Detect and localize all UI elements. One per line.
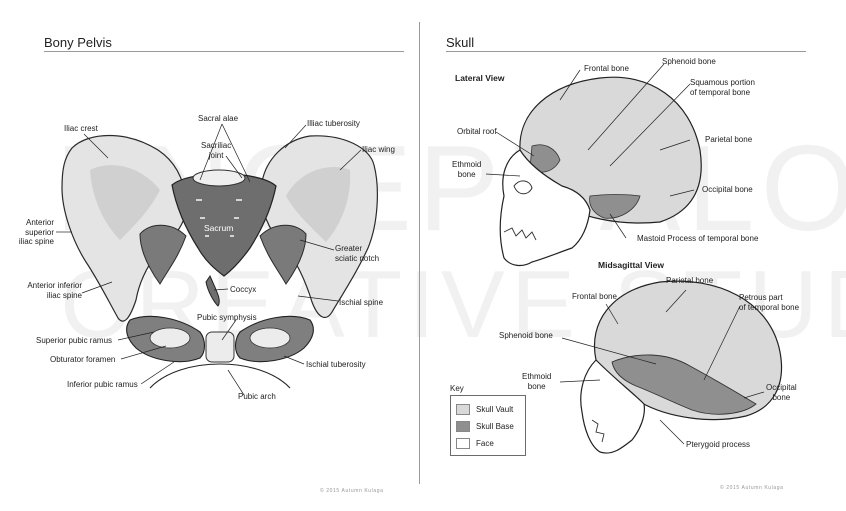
label-obturator-foramen: Obturator foramen	[50, 355, 115, 365]
label-sacroiliac-joint: Sacriliac joint	[201, 141, 231, 160]
copyright-right: © 2015 Autumn Kulaga	[720, 485, 784, 491]
label-asis: Anterior superior iliac spine	[18, 218, 54, 247]
label-pubic-arch: Pubic arch	[238, 392, 276, 402]
copyright-left: © 2015 Autumn Kulaga	[320, 488, 384, 494]
label-iliac-crest: Iliac crest	[64, 124, 98, 134]
label-mastoid-process: Mastoid Process of temporal bone	[637, 234, 758, 244]
legend-title: Key	[450, 384, 526, 393]
pubic-symphysis-shape	[206, 332, 234, 362]
label-greater-sciatic-notch: Greater sciatic notch	[335, 244, 379, 263]
label-parietal-bone: Parietal bone	[705, 135, 752, 145]
label-ischial-tuberosity: Ischial tuberosity	[306, 360, 366, 370]
legend-item-skull-base: Skull Base	[456, 418, 521, 435]
label-petrous-temporal: Petrous part of temporal bone	[739, 293, 799, 312]
coccyx-shape	[206, 276, 219, 306]
label-occipital-bone: Occipital bone	[702, 185, 753, 195]
label-pterygoid-process: Pterygoid process	[686, 440, 750, 450]
label-ethmoid-bone: Ethmoid bone	[452, 160, 481, 179]
midsagittal-view-heading: Midsagittal View	[598, 261, 664, 271]
label-sacrum: Sacrum	[204, 224, 233, 234]
label-ms-frontal-bone: Frontal bone	[572, 292, 617, 302]
label-sacral-alae: Sacral alae	[198, 114, 238, 124]
legend-item-skull-vault: Skull Vault	[456, 401, 521, 418]
label-sphenoid-bone: Sphenoid bone	[662, 57, 716, 67]
label-orbital-roof: Orbital roof	[457, 127, 497, 137]
legend-label-skull-vault: Skull Vault	[476, 405, 513, 414]
legend-item-face: Face	[456, 435, 521, 452]
legend-label-face: Face	[476, 439, 494, 448]
label-aiis: Anterior inferior iliac spine	[8, 281, 82, 300]
lateral-view-heading: Lateral View	[455, 74, 504, 84]
legend-swatch-skull-vault	[456, 404, 470, 415]
legend-label-skull-base: Skull Base	[476, 422, 514, 431]
legend-box: Skull Vault Skull Base Face	[450, 395, 526, 456]
legend: Key Skull Vault Skull Base Face	[450, 384, 526, 456]
label-ms-parietal-bone: Parietal bone	[666, 276, 713, 286]
label-pubic-symphysis: Pubic symphysis	[197, 313, 257, 323]
legend-swatch-face	[456, 438, 470, 449]
label-coccyx: Coccyx	[230, 285, 256, 295]
label-superior-pubic-ramus: Superior pubic ramus	[36, 336, 112, 346]
label-squamous-temporal: Squamous portion of temporal bone	[690, 78, 755, 97]
label-frontal-bone: Frontal bone	[584, 64, 629, 74]
label-ms-ethmoid-bone: Ethmoid bone	[522, 372, 551, 391]
label-inferior-pubic-ramus: Inferior pubic ramus	[67, 380, 138, 390]
label-ischial-spine: Ischial spine	[339, 298, 383, 308]
pubic-arch-curve	[150, 364, 290, 388]
label-iliac-tuberosity: Illiac tuberosity	[307, 119, 360, 129]
label-ms-occipital-bone: Occipital bone	[766, 383, 797, 402]
label-iliac-wing: Iliac wing	[362, 145, 395, 155]
legend-swatch-skull-base	[456, 421, 470, 432]
label-ms-sphenoid-bone: Sphenoid bone	[499, 331, 553, 341]
